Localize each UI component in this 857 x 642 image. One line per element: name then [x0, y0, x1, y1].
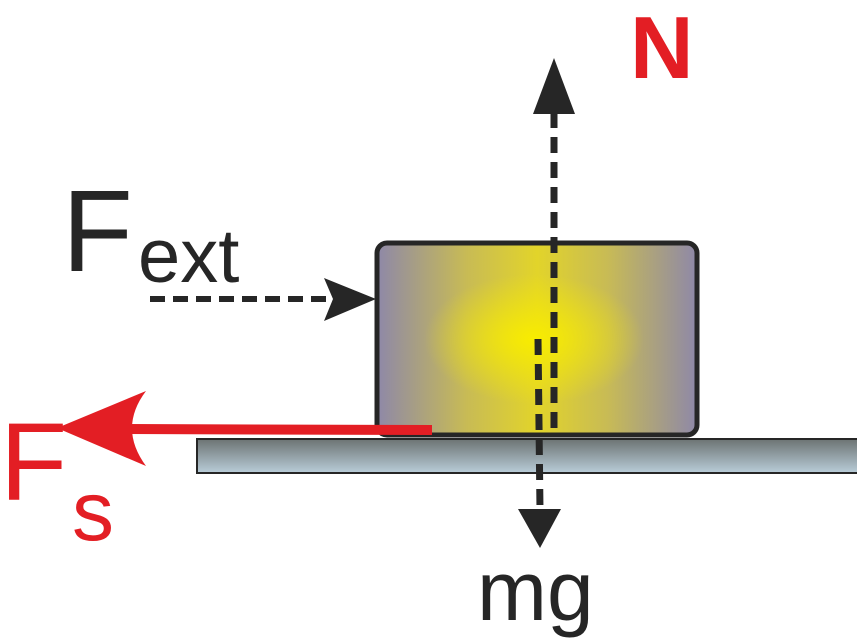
normal-force-arrow [533, 58, 575, 434]
weight-label: mg [477, 544, 594, 638]
external-force-arrow [150, 278, 376, 321]
ground-surface [196, 438, 857, 474]
external-force-label: F ext [62, 166, 239, 299]
external-force-label-sub: ext [138, 214, 239, 299]
weight-arrow [518, 338, 561, 548]
block [374, 240, 700, 438]
external-force-label-main: F [62, 166, 133, 296]
friction-arrow [57, 391, 433, 466]
normal-force-label: N [630, 0, 694, 97]
friction-force-label: F s [0, 401, 114, 558]
friction-force-label-sub: s [72, 464, 114, 558]
friction-force-label-main: F [0, 401, 67, 524]
